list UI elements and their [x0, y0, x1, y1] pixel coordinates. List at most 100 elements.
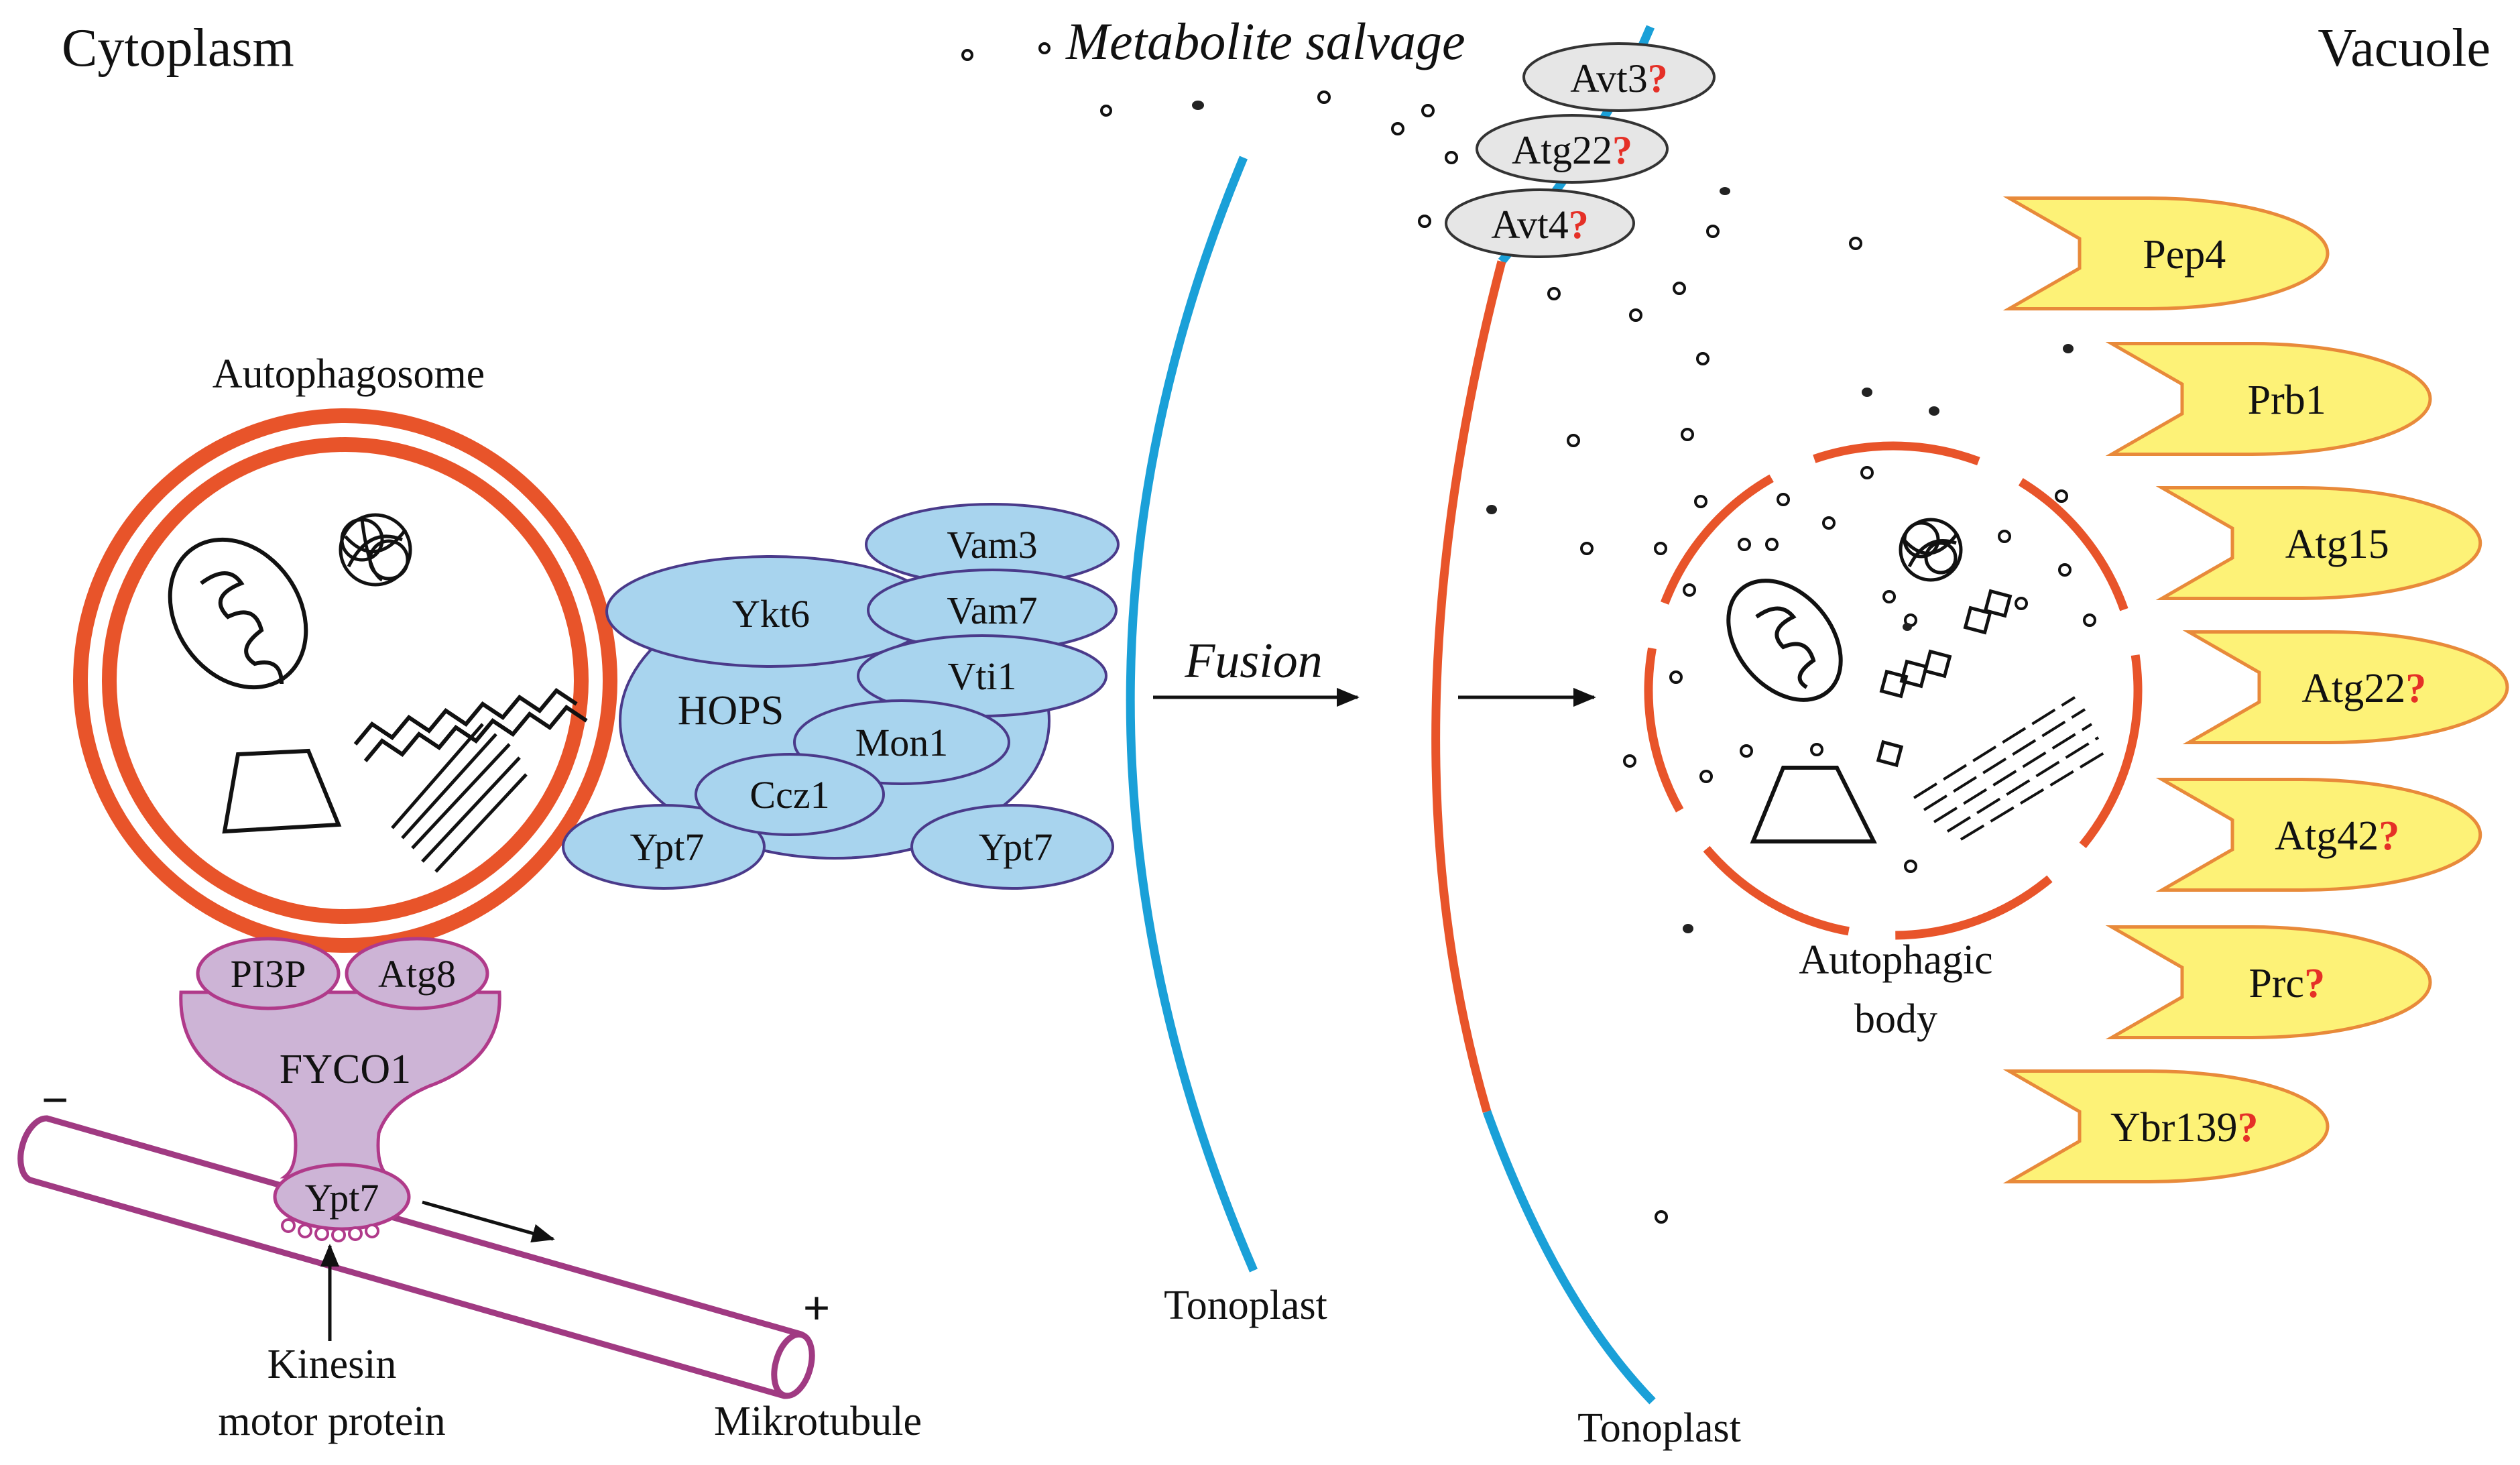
autophagosome-inner-membrane — [102, 437, 589, 924]
metabolite-salvage-label: Metabolite salvage — [1065, 12, 1465, 70]
autophagic-body-label-line2: body — [1854, 996, 1937, 1042]
transporter-atg22-1-shape — [1476, 114, 1669, 184]
autophagosome-outer-membrane — [73, 408, 617, 953]
ypt7-left-protein — [562, 804, 766, 890]
microtubule — [17, 1115, 815, 1399]
transporter-atg22-1-label: Atg22? — [1512, 128, 1632, 172]
hydrolase-ybr139-6-name: Ybr139 — [2110, 1105, 2237, 1151]
hydrolase-prb1-1: Prb1 — [2105, 342, 2432, 456]
tonoplast-right-orange — [1431, 260, 1506, 1113]
minus-end-label: − — [41, 1073, 68, 1127]
mitochondrion-icon — [168, 537, 308, 690]
hydrolase-prc-5: Prc? — [2105, 925, 2432, 1039]
hydrolase-ybr139-6: Ybr139? — [2002, 1069, 2330, 1183]
hydrolase-atg15-2-name: Atg15 — [2285, 522, 2389, 567]
hydrolase-atg22-3-question-mark: ? — [2405, 666, 2426, 711]
transporter-atg22-1: Atg22? — [1476, 114, 1669, 184]
mon1-label: Mon1 — [855, 721, 949, 764]
autophagic-body-label-line1: Autophagic — [1799, 937, 1992, 983]
hydrolase-atg42-4: Atg42? — [2155, 778, 2482, 892]
transporter-atg22-1-name: Atg22 — [1512, 128, 1612, 172]
hydrolase-prc-5-label: Prc? — [2248, 961, 2325, 1006]
hydrolase-pep4-0-name: Pep4 — [2143, 232, 2226, 278]
degraded-ribosome-icon — [1899, 518, 1963, 582]
autophagosome — [73, 408, 617, 953]
ypt7-left-label: Ypt7 — [630, 825, 705, 869]
ykt6-label: Ykt6 — [732, 592, 810, 636]
ccz1-label: Ccz1 — [749, 773, 829, 817]
hydrolase-pep4-0: Pep4 — [2002, 196, 2330, 310]
microtubule-label: Mikrotubule — [714, 1399, 922, 1444]
hydrolase-atg15-2: Atg15 — [2155, 486, 2482, 600]
hops-label: HOPS — [678, 688, 784, 734]
cytoplasm-label: Cytoplasm — [62, 19, 294, 78]
kinesin-label-line2: motor protein — [218, 1399, 445, 1444]
transporter-avt3-0-question-mark: ? — [1648, 56, 1668, 101]
hydrolase-atg42-4-question-mark: ? — [2379, 813, 2399, 859]
degraded-chain-icon — [1876, 589, 2013, 768]
degraded-vesicle-icon — [1750, 766, 1877, 843]
atg8-protein — [345, 937, 489, 1010]
motion-arrow — [422, 1200, 555, 1243]
ypt7-motor-label: Ypt7 — [305, 1176, 379, 1220]
degraded-fiber-icon — [1913, 696, 2106, 841]
transporter-avt4-2-label: Avt4? — [1491, 202, 1589, 247]
transporter-avt3-0-shape — [1522, 42, 1716, 112]
transporter-avt4-2-shape — [1445, 188, 1635, 258]
hydrolase-ybr139-6-label: Ybr139? — [2110, 1105, 2258, 1151]
transporter-avt4-2-name: Avt4 — [1491, 202, 1569, 247]
protein-chain-icon — [353, 688, 588, 762]
hydrolase-pep4-0-shape — [2002, 196, 2330, 310]
hydrolase-prc-5-shape — [2105, 925, 2432, 1039]
vesicle-fragment-icon — [222, 748, 342, 834]
hydrolase-ybr139-6-question-mark: ? — [2237, 1105, 2258, 1151]
tonoplast-left-membrane — [1126, 156, 1258, 1273]
degraded-mitochondrion-icon — [1726, 579, 1843, 702]
hydrolase-prb1-1-label: Prb1 — [2248, 377, 2326, 423]
metabolite-particles — [961, 42, 2096, 1224]
motor-complex: FYCO1 PI3P Atg8 — [179, 937, 501, 1179]
pi3p-protein — [196, 937, 341, 1010]
transporter-avt4-2: Avt4? — [1445, 188, 1635, 258]
autophagosome-label: Autophagosome — [213, 351, 485, 397]
autophagic-body-membrane — [1644, 441, 2143, 940]
microtubule-body — [17, 1115, 814, 1399]
transporter-atg22-1-question-mark: ? — [1612, 128, 1632, 172]
hydrolase-atg15-2-shape — [2155, 486, 2482, 600]
transporter-avt3-0: Avt3? — [1522, 42, 1716, 112]
fyco1-label: FYCO1 — [280, 1047, 411, 1092]
hydrolase-atg42-4-label: Atg42? — [2275, 813, 2399, 859]
ribosome-cluster-icon — [339, 513, 412, 587]
tonoplast-right-label: Tonoplast — [1577, 1405, 1741, 1451]
hydrolase-atg22-3-shape — [2182, 630, 2509, 744]
kinesin-motor: Ypt7 — [273, 1163, 411, 1242]
kinesin-label-line1: Kinesin — [267, 1342, 397, 1387]
hydrolase-prc-5-question-mark: ? — [2304, 961, 2325, 1006]
microtubule-end — [771, 1331, 815, 1399]
vam7-label: Vam7 — [947, 589, 1037, 632]
ypt7-right-protein — [910, 804, 1114, 890]
hydrolase-prc-5-name: Prc — [2248, 961, 2304, 1006]
tonoplast-right-blue-bottom — [1482, 1110, 1656, 1405]
vti1-label: Vti1 — [947, 654, 1016, 698]
fusion-machinery — [562, 503, 1120, 890]
hydrolase-atg22-3-name: Atg22 — [2301, 666, 2405, 711]
transporter-list: Avt3?Atg22?Avt4? — [1445, 42, 1716, 258]
fiber-bundle-icon — [391, 723, 528, 873]
fusion-label: Fusion — [1184, 634, 1323, 689]
hydrolase-prb1-1-shape — [2105, 342, 2432, 456]
autophagic-body — [1644, 441, 2143, 940]
pi3p-label: PI3P — [231, 952, 306, 996]
plus-end-label: + — [802, 1281, 830, 1335]
ypt7-right-label: Ypt7 — [979, 825, 1053, 869]
transporter-avt3-0-name: Avt3 — [1570, 56, 1648, 101]
transporter-avt4-2-question-mark: ? — [1569, 202, 1589, 247]
hydrolase-atg42-4-shape — [2155, 778, 2482, 892]
hydrolase-ybr139-6-shape — [2002, 1069, 2330, 1183]
atg8-label: Atg8 — [378, 952, 456, 996]
vam3-label: Vam3 — [947, 523, 1037, 567]
hydrolase-prb1-1-name: Prb1 — [2248, 377, 2326, 423]
